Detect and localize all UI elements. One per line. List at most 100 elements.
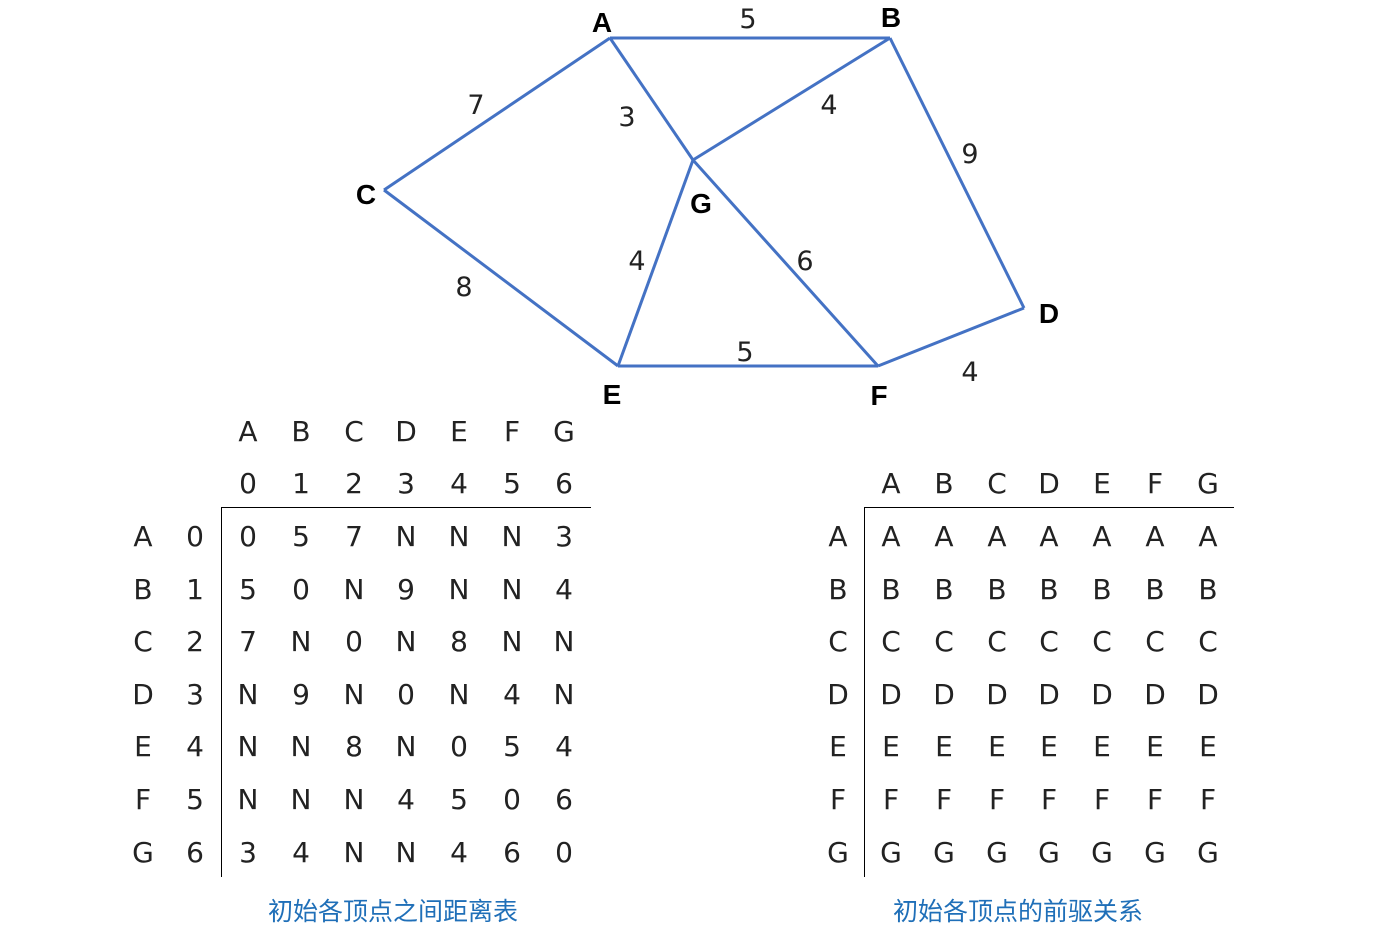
distance-cell: N: [395, 625, 417, 658]
predecessor-row-header: D: [827, 678, 849, 711]
edge-weight-b-d: 9: [961, 139, 978, 170]
distance-cell: 8: [450, 625, 468, 658]
predecessor-cell: F: [935, 783, 953, 816]
distance-cell: N: [395, 520, 417, 553]
predecessor-cell: B: [1092, 573, 1112, 606]
node-label-f: F: [870, 380, 887, 410]
edge-a-c: [383, 36, 611, 192]
predecessor-cell: D: [1038, 678, 1060, 711]
predecessor-cell: A: [1145, 520, 1165, 553]
predecessor-cell: B: [1198, 573, 1218, 606]
predecessor-cell: C: [881, 625, 901, 658]
distance-table-caption: 初始各顶点之间距离表: [268, 897, 519, 926]
distance-row-header: D: [132, 678, 154, 711]
distance-cell: N: [448, 678, 470, 711]
predecessor-cell: F: [988, 783, 1006, 816]
distance-cell: 4: [397, 783, 415, 816]
distance-cell: 5: [239, 573, 257, 606]
predecessor-cell: B: [1039, 573, 1059, 606]
predecessor-cell: E: [1040, 730, 1058, 763]
distance-col-header: C: [344, 415, 364, 448]
predecessor-cell: D: [1091, 678, 1113, 711]
distance-cell: 8: [345, 730, 363, 763]
distance-cell: N: [343, 678, 365, 711]
predecessor-cell: G: [986, 836, 1008, 869]
distance-cell: 6: [555, 783, 573, 816]
distance-row-index: 0: [186, 520, 204, 553]
distance-cell: N: [501, 573, 523, 606]
predecessor-cell: D: [880, 678, 902, 711]
predecessor-cell: A: [934, 520, 954, 553]
distance-cell: 5: [503, 730, 521, 763]
distance-col-index: 0: [239, 467, 257, 500]
predecessor-col-header: A: [881, 467, 901, 500]
edge-g-f: [691, 158, 880, 368]
distance-col-header: D: [395, 415, 417, 448]
predecessor-cell: B: [934, 573, 954, 606]
predecessor-col-header: E: [1093, 467, 1111, 500]
distance-cell: N: [343, 783, 365, 816]
distance-cell: 9: [292, 678, 310, 711]
predecessor-table-caption: 初始各顶点的前驱关系: [893, 897, 1144, 926]
distance-col-index: 2: [345, 467, 363, 500]
distance-cell: N: [290, 730, 312, 763]
edge-g-e: [616, 159, 695, 367]
predecessor-cell: A: [1198, 520, 1218, 553]
distance-cell: 3: [555, 520, 573, 553]
predecessor-cell: A: [1092, 520, 1112, 553]
distance-cell: 0: [239, 520, 257, 553]
edge-a-g: [608, 37, 695, 161]
distance-row-rule: [221, 507, 222, 877]
distance-row-header: A: [133, 520, 153, 553]
distance-cell: 4: [555, 573, 573, 606]
node-label-g: G: [690, 188, 712, 219]
predecessor-cell: D: [933, 678, 955, 711]
predecessor-cell: F: [882, 783, 900, 816]
predecessor-row-rule: [864, 507, 865, 877]
predecessor-cell: F: [1146, 783, 1164, 816]
edge-weight-a-c: 7: [467, 90, 484, 121]
distance-col-header: E: [450, 415, 468, 448]
edge-weight-a-g: 3: [618, 102, 635, 133]
predecessor-cell: C: [934, 625, 954, 658]
distance-cell: N: [290, 625, 312, 658]
distance-cell: 0: [292, 573, 310, 606]
distance-col-index: 5: [503, 467, 521, 500]
distance-cell: N: [501, 520, 523, 553]
predecessor-cell: G: [933, 836, 955, 869]
node-label-a: A: [592, 7, 612, 38]
predecessor-col-header: C: [987, 467, 1007, 500]
predecessor-cell: B: [987, 573, 1007, 606]
distance-row-index: 5: [186, 783, 204, 816]
distance-cell: 0: [345, 625, 363, 658]
edge-f-d: [877, 306, 1025, 368]
edge-weight-f-d: 4: [961, 357, 978, 388]
edge-weight-b-g: 4: [820, 90, 837, 121]
distance-cell: 3: [239, 836, 257, 869]
predecessor-cell: C: [1198, 625, 1218, 658]
distance-col-header: G: [553, 415, 575, 448]
distance-row-header: C: [133, 625, 153, 658]
predecessor-cell: C: [987, 625, 1007, 658]
distance-cell: 9: [397, 573, 415, 606]
predecessor-col-header: F: [1146, 467, 1164, 500]
predecessor-cell: F: [1040, 783, 1058, 816]
predecessor-header-rule: [864, 507, 1234, 508]
predecessor-cell: A: [881, 520, 901, 553]
edge-weight-g-e: 4: [628, 246, 645, 277]
distance-row-index: 3: [186, 678, 204, 711]
distance-row-index: 1: [186, 573, 204, 606]
predecessor-cell: E: [1146, 730, 1164, 763]
predecessor-cell: D: [986, 678, 1008, 711]
distance-cell: 5: [292, 520, 310, 553]
predecessor-col-header: D: [1038, 467, 1060, 500]
predecessor-cell: E: [1093, 730, 1111, 763]
node-label-e: E: [603, 379, 622, 410]
edge-weight-a-b: 5: [739, 4, 756, 35]
predecessor-cell: E: [882, 730, 900, 763]
distance-cell: N: [237, 783, 259, 816]
distance-cell: 5: [450, 783, 468, 816]
distance-cell: 4: [555, 730, 573, 763]
distance-cell: N: [237, 730, 259, 763]
